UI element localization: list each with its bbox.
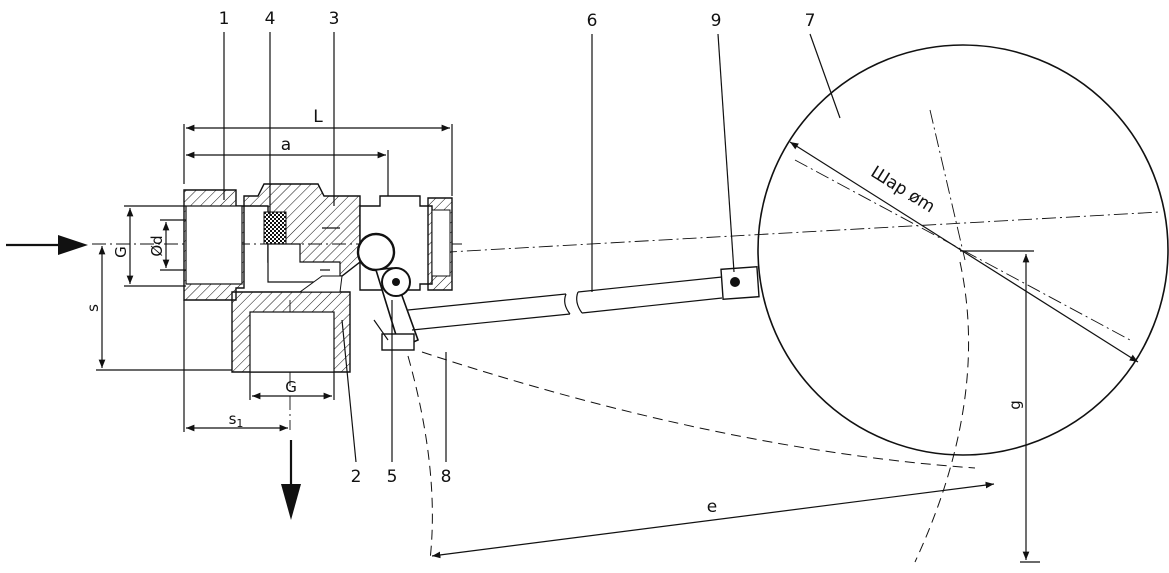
part-label-6: 6 [587,11,598,31]
inlet-flow-arrow [6,235,88,255]
part-label-9: 9 [711,11,722,31]
valve-body [183,183,453,373]
dim-label-d: Ød [148,235,166,256]
dim-label-L: L [313,107,323,127]
travel-arcs [407,261,976,563]
dimension-labels: L a G Ød s G s1 e g Шар øm [84,107,1024,517]
part-label-3: 3 [329,9,340,29]
dimension-lines [96,124,1139,563]
dim-label-s1: s1 [229,410,244,430]
leader-lines [223,32,841,463]
part-label-7: 7 [805,11,816,31]
dim-label-g: g [1006,400,1024,410]
dim-label-e: e [707,497,717,517]
float-rod [407,266,760,331]
float-ball [757,44,1169,456]
part-label-8: 8 [441,467,452,487]
dim-label-a: a [281,135,291,155]
part-labels: 1 4 3 6 9 7 2 5 8 [219,9,816,487]
centre-lines [92,109,1161,430]
part-label-5: 5 [387,467,398,487]
part-label-2: 2 [351,467,362,487]
part-label-1: 1 [219,9,230,29]
dim-label-s: s [84,304,102,312]
outlet-flow-arrow [281,440,301,520]
lever-arm [373,267,420,351]
ball-diameter-label: Шар øm [867,162,938,217]
part-label-4: 4 [265,9,276,29]
dim-label-G-top: G [112,246,130,258]
dim-label-G-bottom: G [285,378,297,396]
